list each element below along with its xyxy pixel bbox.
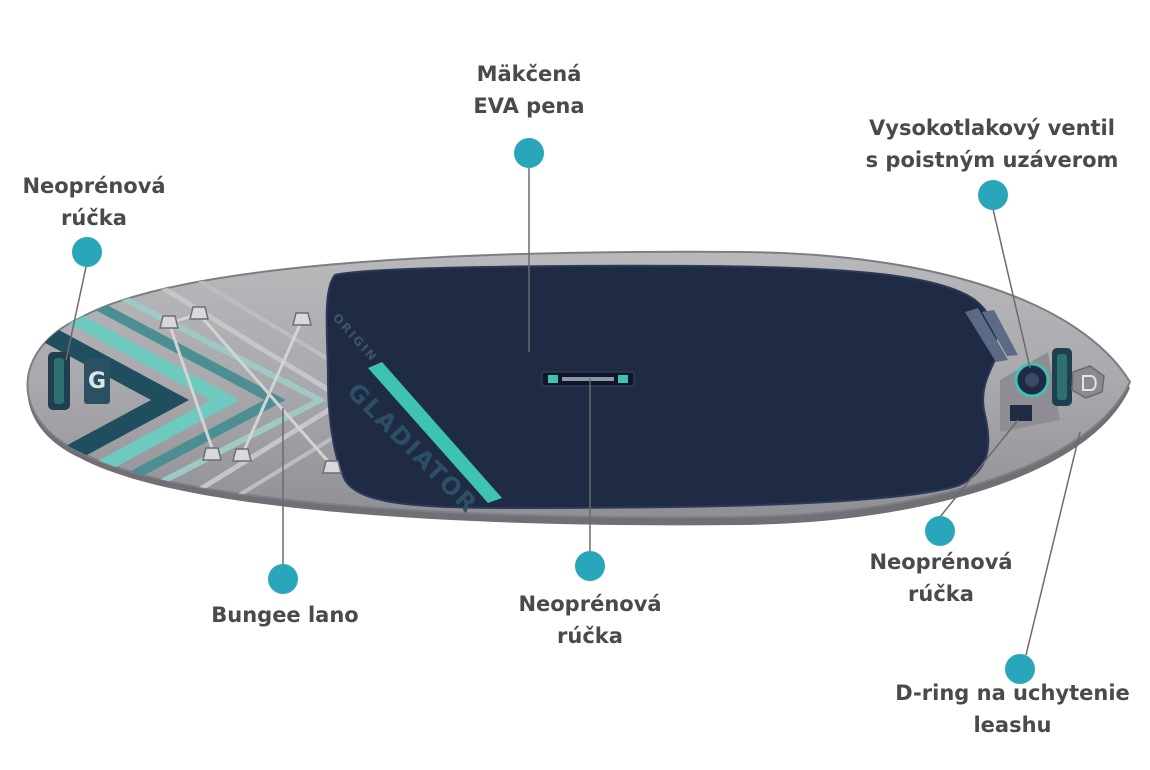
leader-lines	[65, 168, 1081, 656]
center-handle[interactable]	[541, 371, 635, 387]
label-eva-pad-line2: EVA pena	[473, 94, 585, 118]
label-tail-handle-line2: rúčka	[61, 206, 127, 230]
leader-tail-handle	[65, 266, 87, 361]
bungee-cord[interactable]	[167, 312, 334, 467]
bungee-d-rings	[159, 306, 342, 474]
svg-text:G: G	[88, 369, 106, 394]
valve-area	[1000, 352, 1060, 432]
label-center-handle: Neoprénová rúčka	[495, 588, 685, 652]
dot-eva	[514, 138, 544, 168]
dot-tail-handle	[72, 237, 102, 267]
label-tail-handle: Neoprénová rúčka	[4, 170, 184, 234]
leader-nose-handle	[939, 419, 1019, 518]
label-bungee: Bungee lano	[180, 599, 390, 631]
nose-handle[interactable]	[1052, 348, 1072, 406]
label-d-ring-line2: leashu	[973, 713, 1052, 737]
leader-valve	[992, 208, 1031, 369]
label-valve: Vysokotlakový ventil s poistným uzáverom	[842, 112, 1142, 176]
label-nose-handle-line1: Neoprénová	[869, 550, 1013, 574]
label-valve-line2: s poistným uzáverom	[865, 148, 1119, 172]
teal-stripe	[368, 362, 502, 503]
dot-d-ring	[1005, 654, 1035, 684]
dot-valve	[978, 180, 1008, 210]
label-nose-handle-line2: rúčka	[908, 582, 974, 606]
label-tail-handle-line1: Neoprénová	[22, 174, 166, 198]
label-d-ring-line1: D-ring na uchytenie	[895, 681, 1130, 705]
label-center-handle-line1: Neoprénová	[518, 592, 662, 616]
nose-d-ring[interactable]	[1071, 365, 1105, 399]
leader-d-ring	[1025, 431, 1081, 656]
label-nose-handle: Neoprénová rúčka	[846, 546, 1036, 610]
label-valve-line1: Vysokotlakový ventil	[869, 116, 1115, 140]
label-center-handle-line2: rúčka	[557, 624, 623, 648]
label-eva-pad: Mäkčená EVA pena	[419, 58, 639, 122]
label-eva-pad-line1: Mäkčená	[476, 62, 582, 86]
label-d-ring: D-ring na uchytenie leashu	[880, 677, 1145, 741]
tail-handle[interactable]	[48, 352, 70, 410]
dot-bungee	[268, 564, 298, 594]
callout-dots	[72, 138, 1035, 684]
dot-nose-handle	[925, 516, 955, 546]
tail-logo: G	[84, 358, 110, 404]
label-bungee-line1: Bungee lano	[211, 603, 359, 627]
dot-center-handle	[575, 551, 605, 581]
